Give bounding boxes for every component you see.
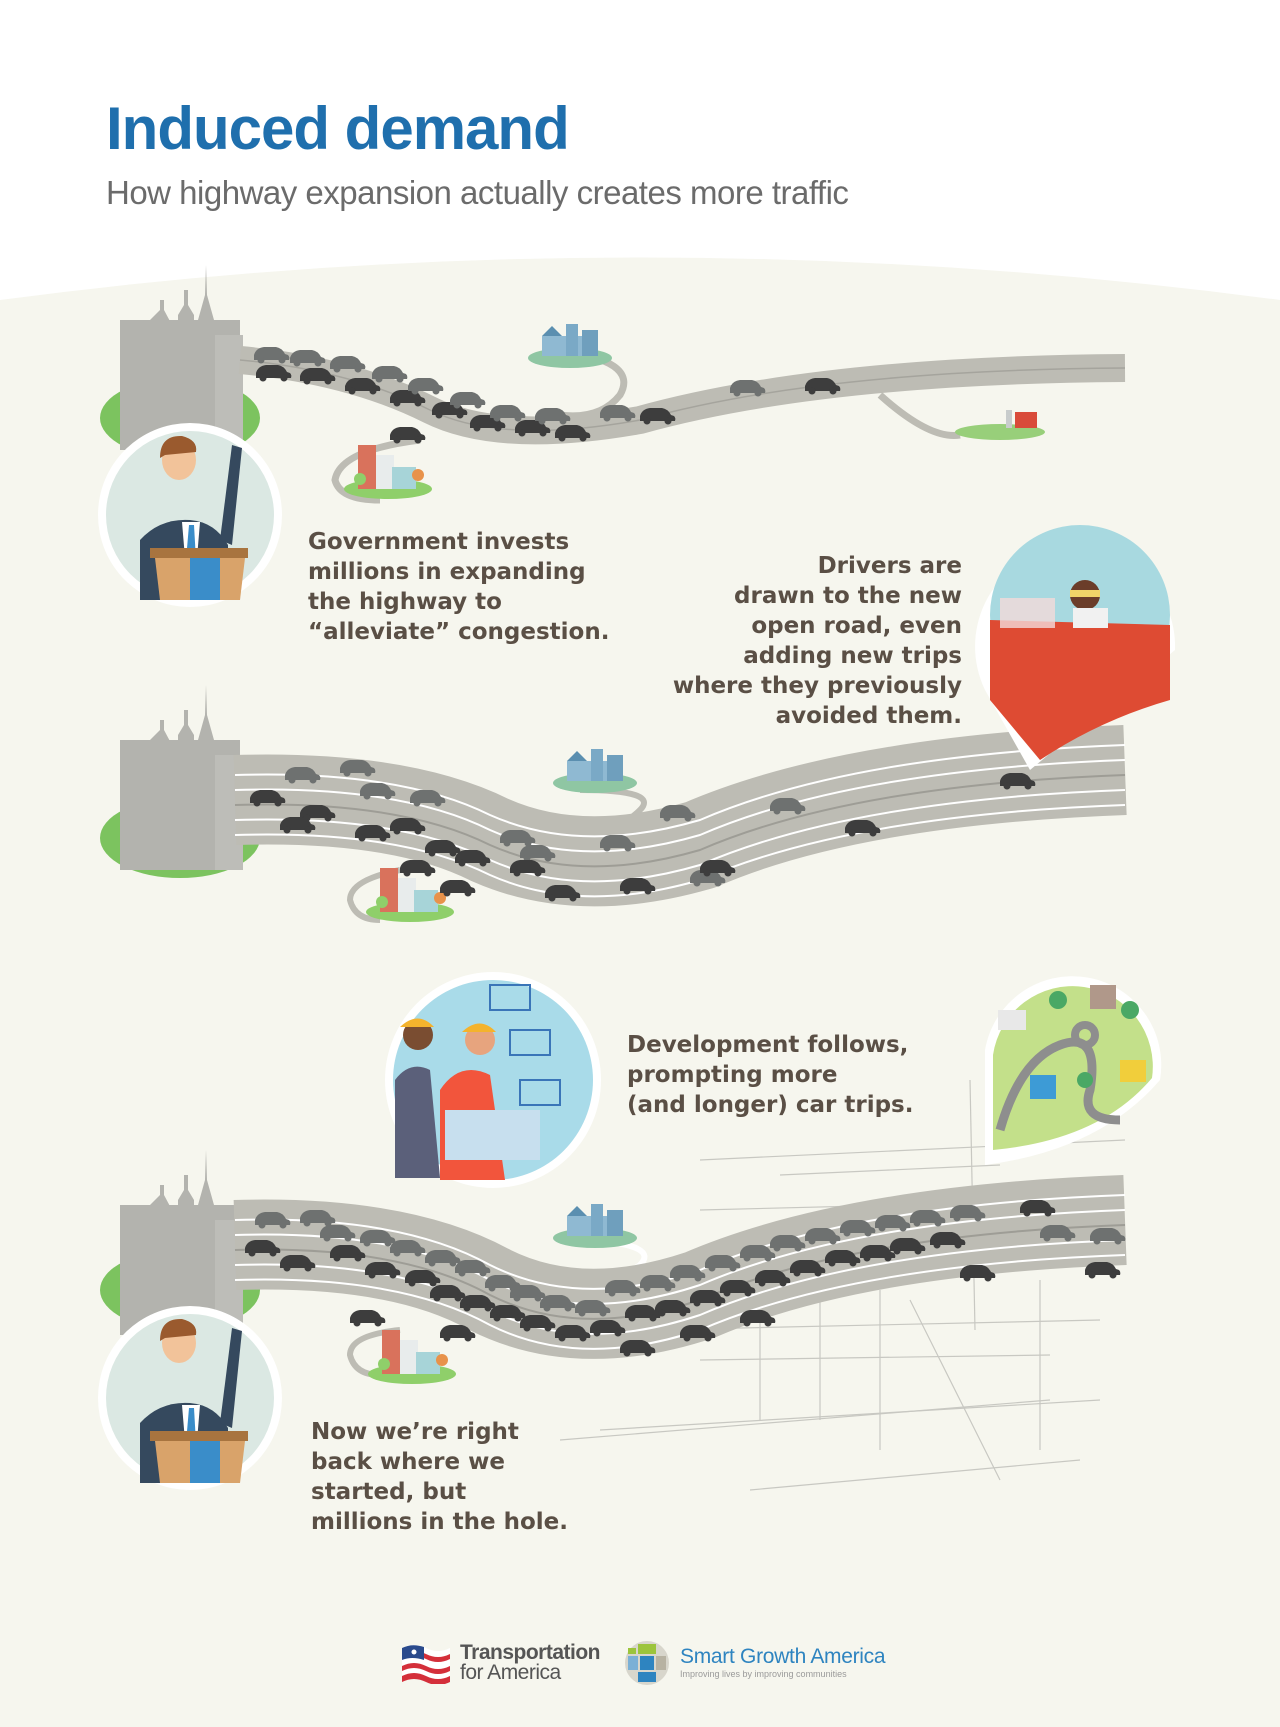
scene-4-highway bbox=[100, 1150, 1127, 1384]
logo2-name: Smart Growth America bbox=[680, 1645, 886, 1668]
suburban-neighborhood-map-icon bbox=[985, 976, 1162, 1165]
smart-growth-america-logo: Smart Growth America Improving lives by … bbox=[624, 1640, 886, 1686]
logo2-tagline: Improving lives by improving communities bbox=[680, 1669, 847, 1679]
transportation-for-america-logo: Transportation for America bbox=[402, 1641, 601, 1684]
sga-grid-icon bbox=[625, 1641, 670, 1685]
logo1-line2: for America bbox=[460, 1661, 561, 1684]
step-3-caption: Development follows, prompting more (and… bbox=[627, 1032, 914, 1118]
politician-at-podium-icon bbox=[98, 423, 282, 607]
scene-1-highway bbox=[100, 265, 1126, 504]
page-title: Induced demand bbox=[106, 95, 570, 162]
footer-logos: Transportation for America Smart Growth … bbox=[402, 1640, 886, 1686]
step-1-caption: Government invests millions in expanding… bbox=[308, 529, 610, 645]
us-flag-icon bbox=[402, 1645, 450, 1684]
politician-at-podium-icon bbox=[98, 1306, 282, 1490]
step-4-caption: Now we’re right back where we started, b… bbox=[311, 1419, 569, 1535]
page-subtitle: How highway expansion actually creates m… bbox=[106, 174, 849, 211]
construction-workers-blueprint-icon bbox=[385, 972, 601, 1188]
logo1-line1: Transportation bbox=[460, 1641, 601, 1664]
convertible-drivers-icon bbox=[975, 525, 1176, 770]
scene-2-highway bbox=[100, 685, 1127, 923]
step-2-caption: Drivers are drawn to the new open road, … bbox=[672, 553, 962, 729]
